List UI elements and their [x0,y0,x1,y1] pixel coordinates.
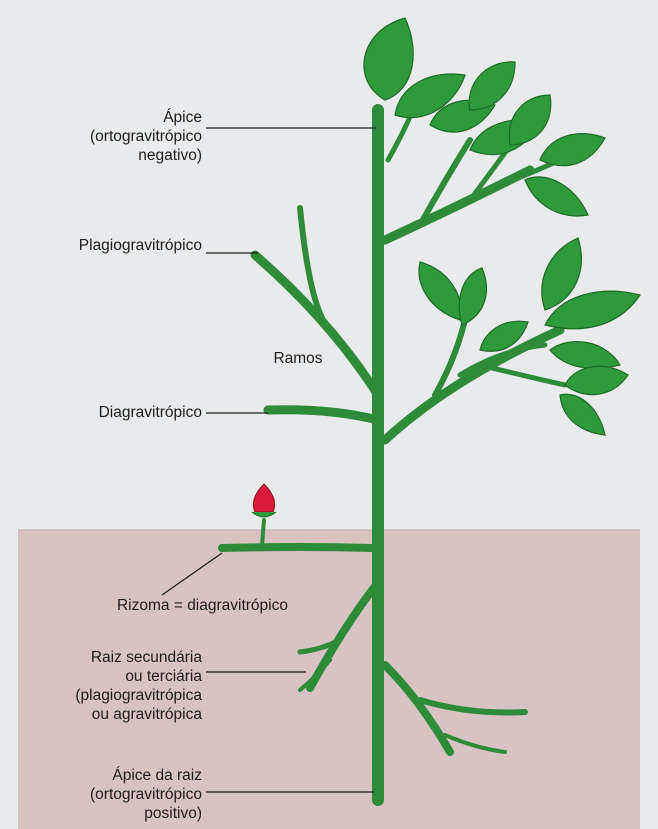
label-line: negativo) [40,146,202,165]
label-line: ou terciária [20,667,202,686]
label-line: (ortogravitrópico [40,127,202,146]
label-apice: Ápice (ortogravitrópico negativo) [40,108,202,165]
leaf [525,177,588,216]
leaf [469,62,515,110]
leaf [540,134,605,166]
leaf [509,95,551,145]
label-raiz-secundaria: Raiz secundária ou terciária (plagiograv… [20,648,202,724]
leaf [364,18,413,100]
label-line: positivo) [20,804,202,823]
leaf [550,342,620,369]
leaf [565,366,628,394]
label-line: Ramos [268,349,328,368]
label-line: Ápice [40,108,202,127]
label-line: Plagiogravitrópico [20,236,202,255]
leaf [419,262,461,320]
leaf [560,394,605,435]
label-line: Ápice da raiz [20,766,202,785]
flower-bud [252,484,276,517]
label-line: Diagravitrópico [20,403,202,422]
label-line: (plagiogravitrópica [20,686,202,705]
label-diagravitropico: Diagravitrópico [20,403,202,422]
label-plagiogravitropico: Plagiogravitrópico [20,236,202,255]
leaf [459,268,486,325]
upper-branches [255,105,570,440]
label-ramos: Ramos [268,349,328,368]
label-rizoma: Rizoma = diagravitrópico [40,596,288,615]
label-line: Rizoma = diagravitrópico [40,596,288,615]
label-line: ou agravitrópica [20,705,202,724]
label-line: (ortogravitrópico [20,785,202,804]
label-apice-raiz: Ápice da raiz (ortogravitrópico positivo… [20,766,202,823]
label-line: Raiz secundária [20,648,202,667]
